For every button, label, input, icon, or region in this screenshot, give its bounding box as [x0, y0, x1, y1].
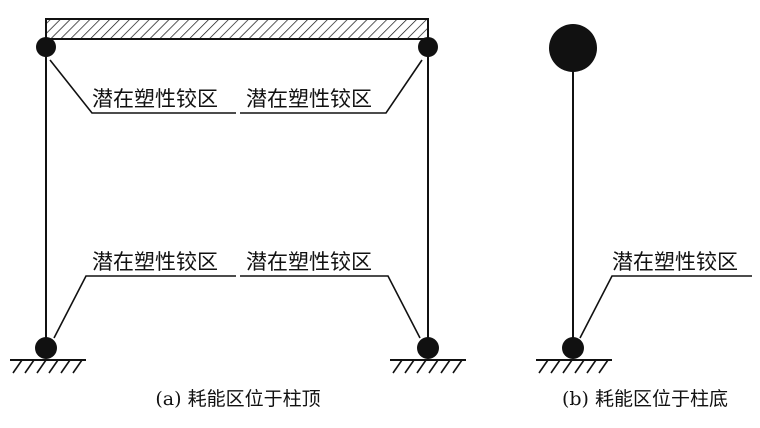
label-bottom-right: 潜在塑性铰区	[246, 250, 372, 274]
rigid-beam	[45, 18, 429, 40]
caption-a: (a) 耗能区位于柱顶	[155, 388, 320, 410]
column-b: 潜在塑性铰区 (b) 耗能区位于柱底	[536, 24, 752, 410]
label-bottom-left: 潜在塑性铰区	[92, 250, 218, 274]
label-top-right: 潜在塑性铰区	[246, 87, 372, 111]
label-top-left: 潜在塑性铰区	[92, 87, 218, 111]
support-right	[390, 359, 466, 374]
label-base: 潜在塑性铰区	[612, 250, 738, 274]
hinge-bottom-left	[35, 337, 57, 359]
top-mass	[549, 24, 597, 72]
caption-b: (b) 耗能区位于柱底	[562, 388, 728, 410]
hinge-base	[562, 337, 584, 359]
leader-bottom-left	[53, 275, 236, 339]
hinge-bottom-right	[417, 337, 439, 359]
support-b	[536, 359, 612, 374]
leader-bottom-right	[240, 275, 421, 339]
hinge-top-left	[36, 37, 56, 57]
hinge-top-right	[418, 37, 438, 57]
support-left	[10, 359, 86, 374]
leader-top-left	[49, 59, 236, 114]
leader-base	[579, 275, 752, 339]
leader-top-right	[240, 59, 423, 114]
frame-a: 潜在塑性铰区 潜在塑性铰区 潜在塑性铰区 潜在塑性铰区 (a) 耗能区位于柱顶	[10, 18, 466, 410]
